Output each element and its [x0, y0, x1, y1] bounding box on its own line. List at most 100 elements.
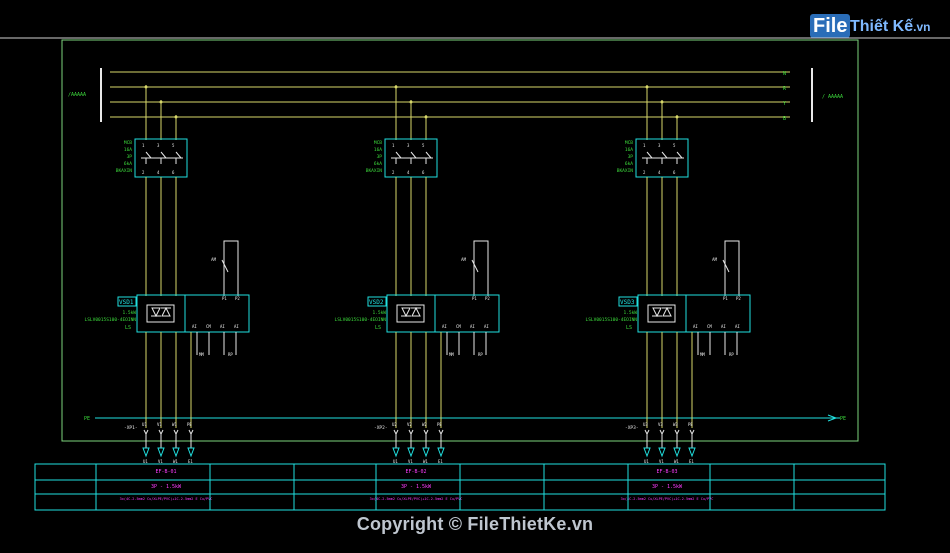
thyristor-symbol [146, 304, 175, 323]
bus-phase-label: B [783, 116, 786, 122]
breaker-spec: 16A [374, 147, 382, 153]
vsd-terminal: P1 [472, 296, 477, 301]
vsd-terminal: P2 [485, 296, 490, 301]
vsd-terminal: AI [735, 324, 740, 329]
breaker-spec: 3P [377, 154, 383, 160]
pe-right-label: PE [840, 416, 846, 422]
breaker-contact [395, 151, 402, 164]
breaker-contact [145, 151, 152, 164]
bus-phase-label: R [783, 86, 787, 92]
vsd-terminal: CM [456, 324, 461, 329]
vsd-terminal: AI [721, 324, 726, 329]
breaker-spec: 16A [124, 147, 132, 153]
bus-tap-dot [424, 115, 428, 119]
pole-number: 6 [673, 170, 676, 175]
vsd-tag-box [117, 296, 137, 307]
cable-arrow-icon [673, 447, 681, 458]
breaker-contact [661, 151, 668, 164]
pole-number: 2 [643, 170, 646, 175]
breaker-contact [676, 151, 683, 164]
terminal-mark [143, 429, 149, 436]
terminal-number: PE [437, 422, 442, 427]
vsd-terminal: AI [693, 324, 698, 329]
thyristor-symbol [396, 304, 425, 323]
cable-label: V1 [408, 459, 413, 464]
vsd-brand: LS [626, 325, 632, 331]
bus-tap-dot [159, 100, 163, 104]
control-switch-label: AM [461, 257, 466, 262]
pole-number: 5 [172, 143, 175, 148]
terminal-mark [689, 429, 695, 436]
vsd-rating: 1.5kW [372, 310, 386, 316]
bus-left-label: /AAAAA [68, 92, 86, 98]
vsd-label: VSD3 [620, 299, 635, 306]
breaker-spec: 6kA [124, 161, 132, 167]
breaker-spec: 16A [625, 147, 633, 153]
vsd-control-box [685, 294, 751, 333]
breaker-spec: MCB [124, 140, 132, 146]
breaker-spec: MCB [374, 140, 382, 146]
logo-rest-text: Thiết Kế.vn [850, 17, 930, 37]
control-loop [724, 240, 740, 296]
breaker-spec: 6kA [374, 161, 382, 167]
pe-left-label: PE [84, 416, 90, 422]
cable-arrow-icon [142, 447, 150, 458]
vsd-terminal: AI [484, 324, 489, 329]
table-power: 3P - 1.5kW [401, 484, 432, 490]
vsd-box [386, 294, 436, 333]
vsd-terminal: P2 [736, 296, 741, 301]
bus-tap-dot [144, 85, 148, 89]
cable-label: V1 [158, 459, 163, 464]
cable-arrow-icon [422, 447, 430, 458]
vsd-output-label: RP [729, 352, 734, 357]
vsd-control-box [184, 294, 250, 333]
cable-arrow-icon [437, 447, 445, 458]
table-power: 3P - 1.5kW [652, 484, 683, 490]
vsd-rating: 1.5kW [122, 310, 136, 316]
bus-phase-label: N [783, 71, 786, 77]
pole-number: 1 [643, 143, 646, 148]
vsd-terminal: P1 [222, 296, 227, 301]
cable-arrow-icon [172, 447, 180, 458]
cable-arrow-icon [643, 447, 651, 458]
vsd-output-label: RP [228, 352, 233, 357]
terminal-mark [659, 429, 665, 436]
bus-tap-dot [394, 85, 398, 89]
terminal-block-tag: -XP2- [374, 425, 388, 431]
breaker-spec: 6kA [625, 161, 633, 167]
pole-number: 4 [157, 170, 160, 175]
bus-phase-label: Y [783, 101, 786, 107]
breaker-spec: MCB [625, 140, 633, 146]
breaker-contact [410, 151, 417, 164]
breaker-spec: BKAXIN [617, 168, 634, 174]
pole-number: 3 [658, 143, 661, 148]
pole-number: 6 [422, 170, 425, 175]
control-loop [223, 240, 239, 296]
terminal-block-tag: -XP3- [625, 425, 639, 431]
terminal-mark [674, 429, 680, 436]
vsd-terminal: AI [192, 324, 197, 329]
terminal-mark [644, 429, 650, 436]
pole-number: 2 [142, 170, 145, 175]
terminal-number: U3 [643, 422, 648, 427]
terminal-mark [438, 429, 444, 436]
terminal-mark [423, 429, 429, 436]
cable-arrow-icon [187, 447, 195, 458]
logo-file-text: File [810, 14, 851, 38]
bus-tap-dot [660, 100, 664, 104]
pole-number: 4 [407, 170, 410, 175]
vsd-label: VSD2 [369, 299, 384, 306]
thyristor-icon [652, 306, 672, 318]
terminal-number: V2 [407, 422, 412, 427]
copyright-watermark: Copyright © FileThietKe.vn [356, 514, 594, 534]
cable-label: U1 [143, 459, 148, 464]
breaker-contact [175, 151, 182, 164]
terminal-number: U1 [142, 422, 147, 427]
vsd-terminal: AI [234, 324, 239, 329]
vsd-output-label: MM [700, 352, 705, 357]
cable-arrow-icon [392, 447, 400, 458]
vsd-rating: 1.5kW [623, 310, 637, 316]
table-power: 3P - 1.5kW [151, 484, 182, 490]
cable-arrow-icon [658, 447, 666, 458]
pole-number: 2 [392, 170, 395, 175]
